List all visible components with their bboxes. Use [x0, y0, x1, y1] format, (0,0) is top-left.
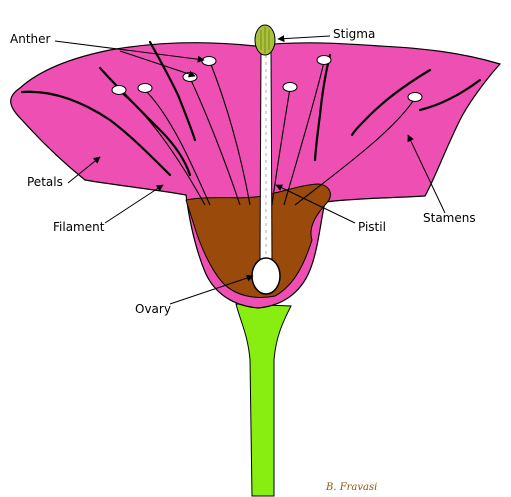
ovary-pointer	[169, 274, 254, 305]
petal-vein-left-top	[148, 40, 197, 142]
petal-vein-right-top	[313, 53, 332, 162]
anther-7	[407, 92, 423, 102]
filament-pointer	[104, 184, 164, 224]
petal-vein-right-mid	[350, 68, 432, 137]
petals-pointer	[67, 156, 101, 184]
stamens-pointer	[407, 134, 446, 214]
anther-pointer	[54, 40, 205, 63]
filament-6	[283, 61, 325, 206]
petal-vein-left-mid	[98, 66, 192, 177]
label-filament: Filament	[53, 220, 105, 234]
petal-vein-left-outer	[20, 90, 172, 177]
label-pistil: Pistil	[358, 220, 386, 234]
anther-6	[316, 55, 332, 65]
label-petals: Petals	[27, 175, 63, 189]
label-anther: Anther	[10, 32, 51, 46]
stem	[235, 303, 292, 497]
petal-vein-right-outer	[418, 78, 482, 112]
filament-7	[294, 97, 416, 206]
label-stigma: Stigma	[333, 27, 375, 41]
label-stamens: Stamens	[423, 211, 476, 225]
pistil-pointer	[275, 184, 356, 224]
ovary	[251, 257, 281, 295]
filament-3	[189, 77, 241, 206]
filament-2	[144, 89, 211, 206]
artist-credit: B. Fravasi	[325, 482, 377, 493]
stigma-pointer	[277, 35, 331, 43]
label-ovary: Ovary	[135, 302, 171, 316]
filament-5	[271, 87, 291, 206]
anther-4	[201, 56, 217, 66]
filament-1	[119, 91, 206, 206]
anther-pointer-2	[119, 50, 196, 78]
filament-4	[209, 61, 251, 206]
anther-2	[137, 83, 153, 93]
anther-5	[282, 82, 298, 92]
anther-1	[111, 85, 127, 95]
